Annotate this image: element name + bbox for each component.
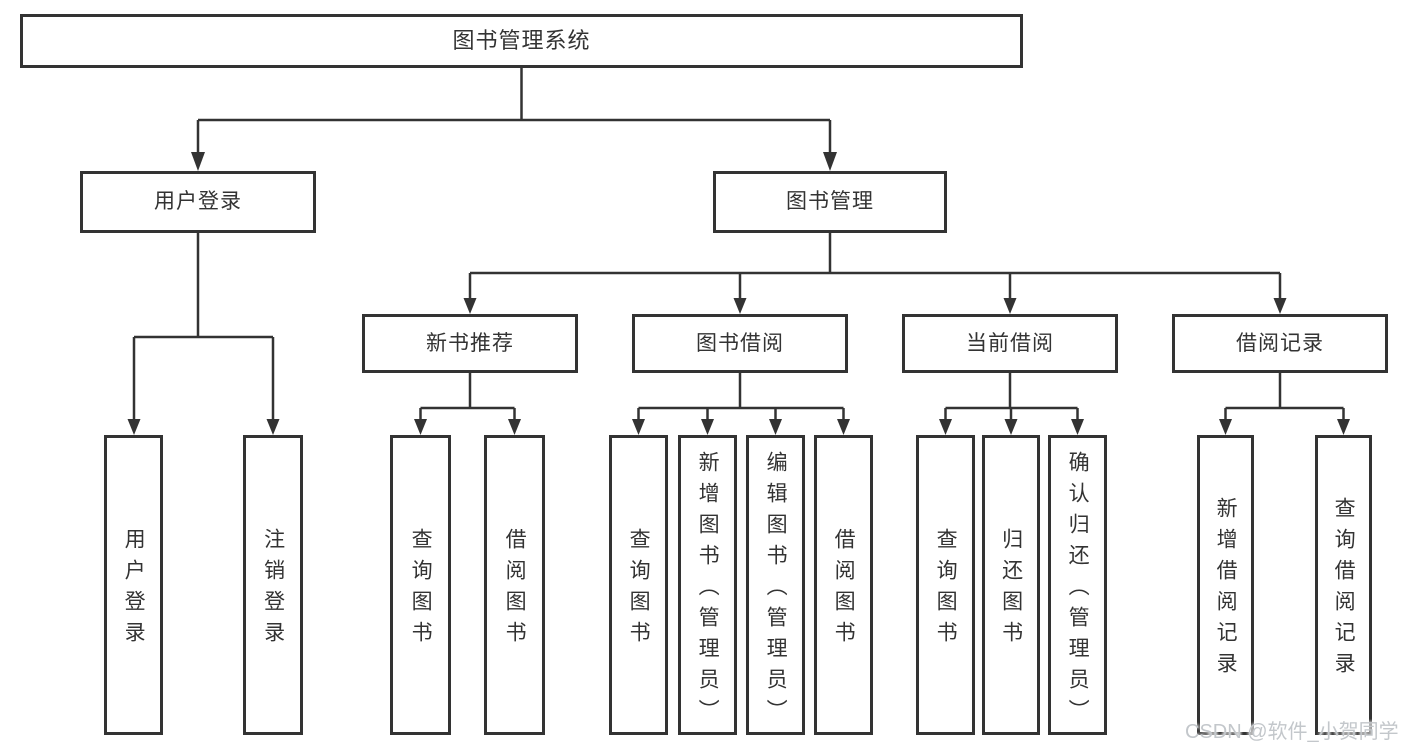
- leaf-borrow-books-recommend: 借阅图书: [484, 435, 545, 735]
- leaf-edit-book-admin: 编辑图书（管理员）: [746, 435, 805, 735]
- leaf-return-books: 归还图书: [982, 435, 1040, 735]
- leaf-borrow-books: 借阅图书: [814, 435, 873, 735]
- leaf-add-book-admin: 新增图书（管理员）: [678, 435, 737, 735]
- leaf-query-borrow-record: 查询借阅记录: [1315, 435, 1372, 735]
- leaf-query-books-borrowing: 查询图书: [609, 435, 668, 735]
- node-library-management-system: 图书管理系统: [20, 14, 1023, 68]
- node-new-book-recommend: 新书推荐: [362, 314, 578, 373]
- leaf-logout: 注销登录: [243, 435, 303, 735]
- connector-paths: [132, 68, 1345, 420]
- leaf-add-borrow-record: 新增借阅记录: [1197, 435, 1254, 735]
- node-borrowing-records: 借阅记录: [1172, 314, 1388, 373]
- node-current-borrowing: 当前借阅: [902, 314, 1118, 373]
- leaf-query-books-current: 查询图书: [916, 435, 975, 735]
- node-user-login: 用户登录: [80, 171, 316, 233]
- leaf-user-login: 用户登录: [104, 435, 163, 735]
- node-book-borrowing: 图书借阅: [632, 314, 848, 373]
- leaf-query-books-recommend: 查询图书: [390, 435, 451, 735]
- csdn-watermark: CSDN @软件_小贺同学: [1185, 721, 1399, 743]
- leaf-confirm-return-admin: 确认归还（管理员）: [1048, 435, 1107, 735]
- node-book-management: 图书管理: [713, 171, 947, 233]
